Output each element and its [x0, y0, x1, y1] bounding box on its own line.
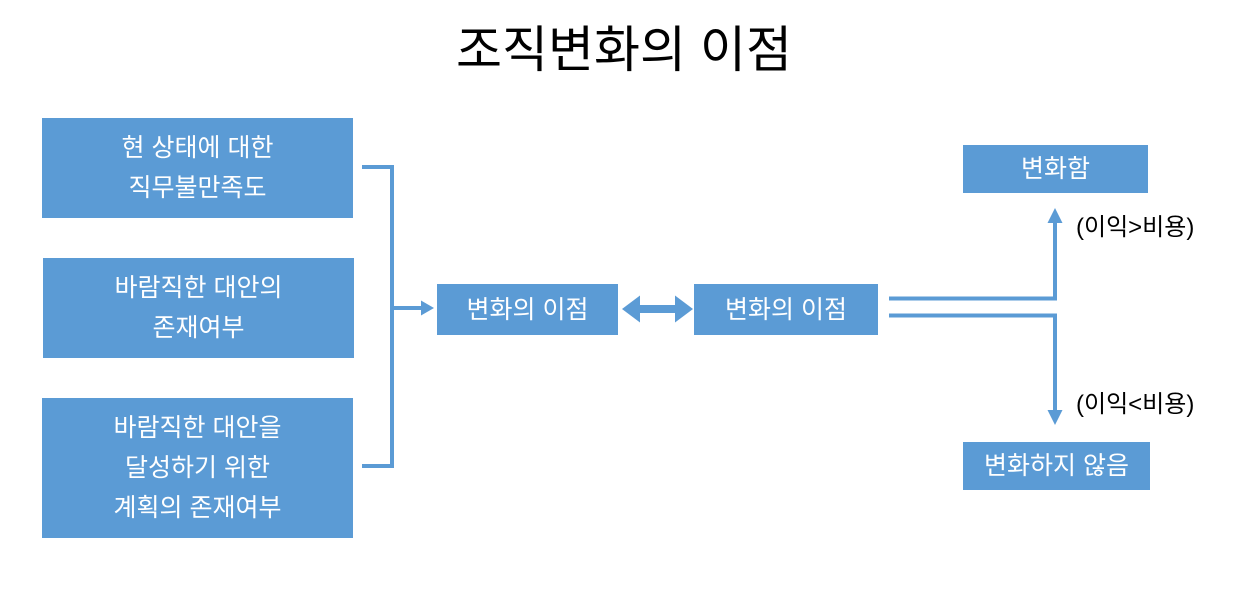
box-line: 바람직한 대안의	[114, 274, 283, 302]
box-benefit-of-change-left: 변화의 이점	[437, 284, 618, 335]
box-line: 직무불만족도	[128, 174, 267, 202]
box-line: 변화함	[1020, 155, 1090, 183]
box-benefit-of-change-right: 변화의 이점	[694, 284, 878, 335]
condition-label-gain-lt-cost: (이익<비용)	[1076, 391, 1195, 418]
box-line: 바람직한 대안을	[113, 414, 282, 442]
box-outcome-no-change: 변화하지 않음	[963, 442, 1150, 490]
box-job-dissatisfaction: 현 상태에 대한 직무불만족도	[42, 118, 353, 218]
box-line: 현 상태에 대한	[121, 134, 274, 162]
connector-merge-elbow	[362, 165, 394, 468]
arrowhead-right-icon	[675, 295, 693, 323]
condition-label-gain-gt-cost: (이익>비용)	[1076, 214, 1195, 241]
box-outcome-change: 변화함	[963, 145, 1148, 193]
connector-branch-up	[889, 222, 1057, 301]
box-line: 변화하지 않음	[984, 452, 1129, 480]
arrowhead-down-icon	[1047, 410, 1063, 425]
box-plan-existence: 바람직한 대안을 달성하기 위한 계획의 존재여부	[42, 398, 353, 538]
box-line: 변화의 이점	[466, 295, 589, 324]
page-title: 조직변화의 이점	[456, 22, 792, 78]
box-line: 달성하기 위한	[125, 454, 270, 482]
arrowhead-left-icon	[622, 295, 640, 323]
box-desirable-alternative: 바람직한 대안의 존재여부	[43, 258, 354, 358]
box-line: 존재여부	[152, 314, 245, 342]
box-line: 변화의 이점	[725, 295, 847, 324]
arrowhead-right-icon	[421, 300, 434, 316]
connector-branch-down	[889, 313, 1057, 411]
box-line: 계획의 존재여부	[113, 494, 282, 522]
arrowhead-up-icon	[1047, 208, 1063, 223]
